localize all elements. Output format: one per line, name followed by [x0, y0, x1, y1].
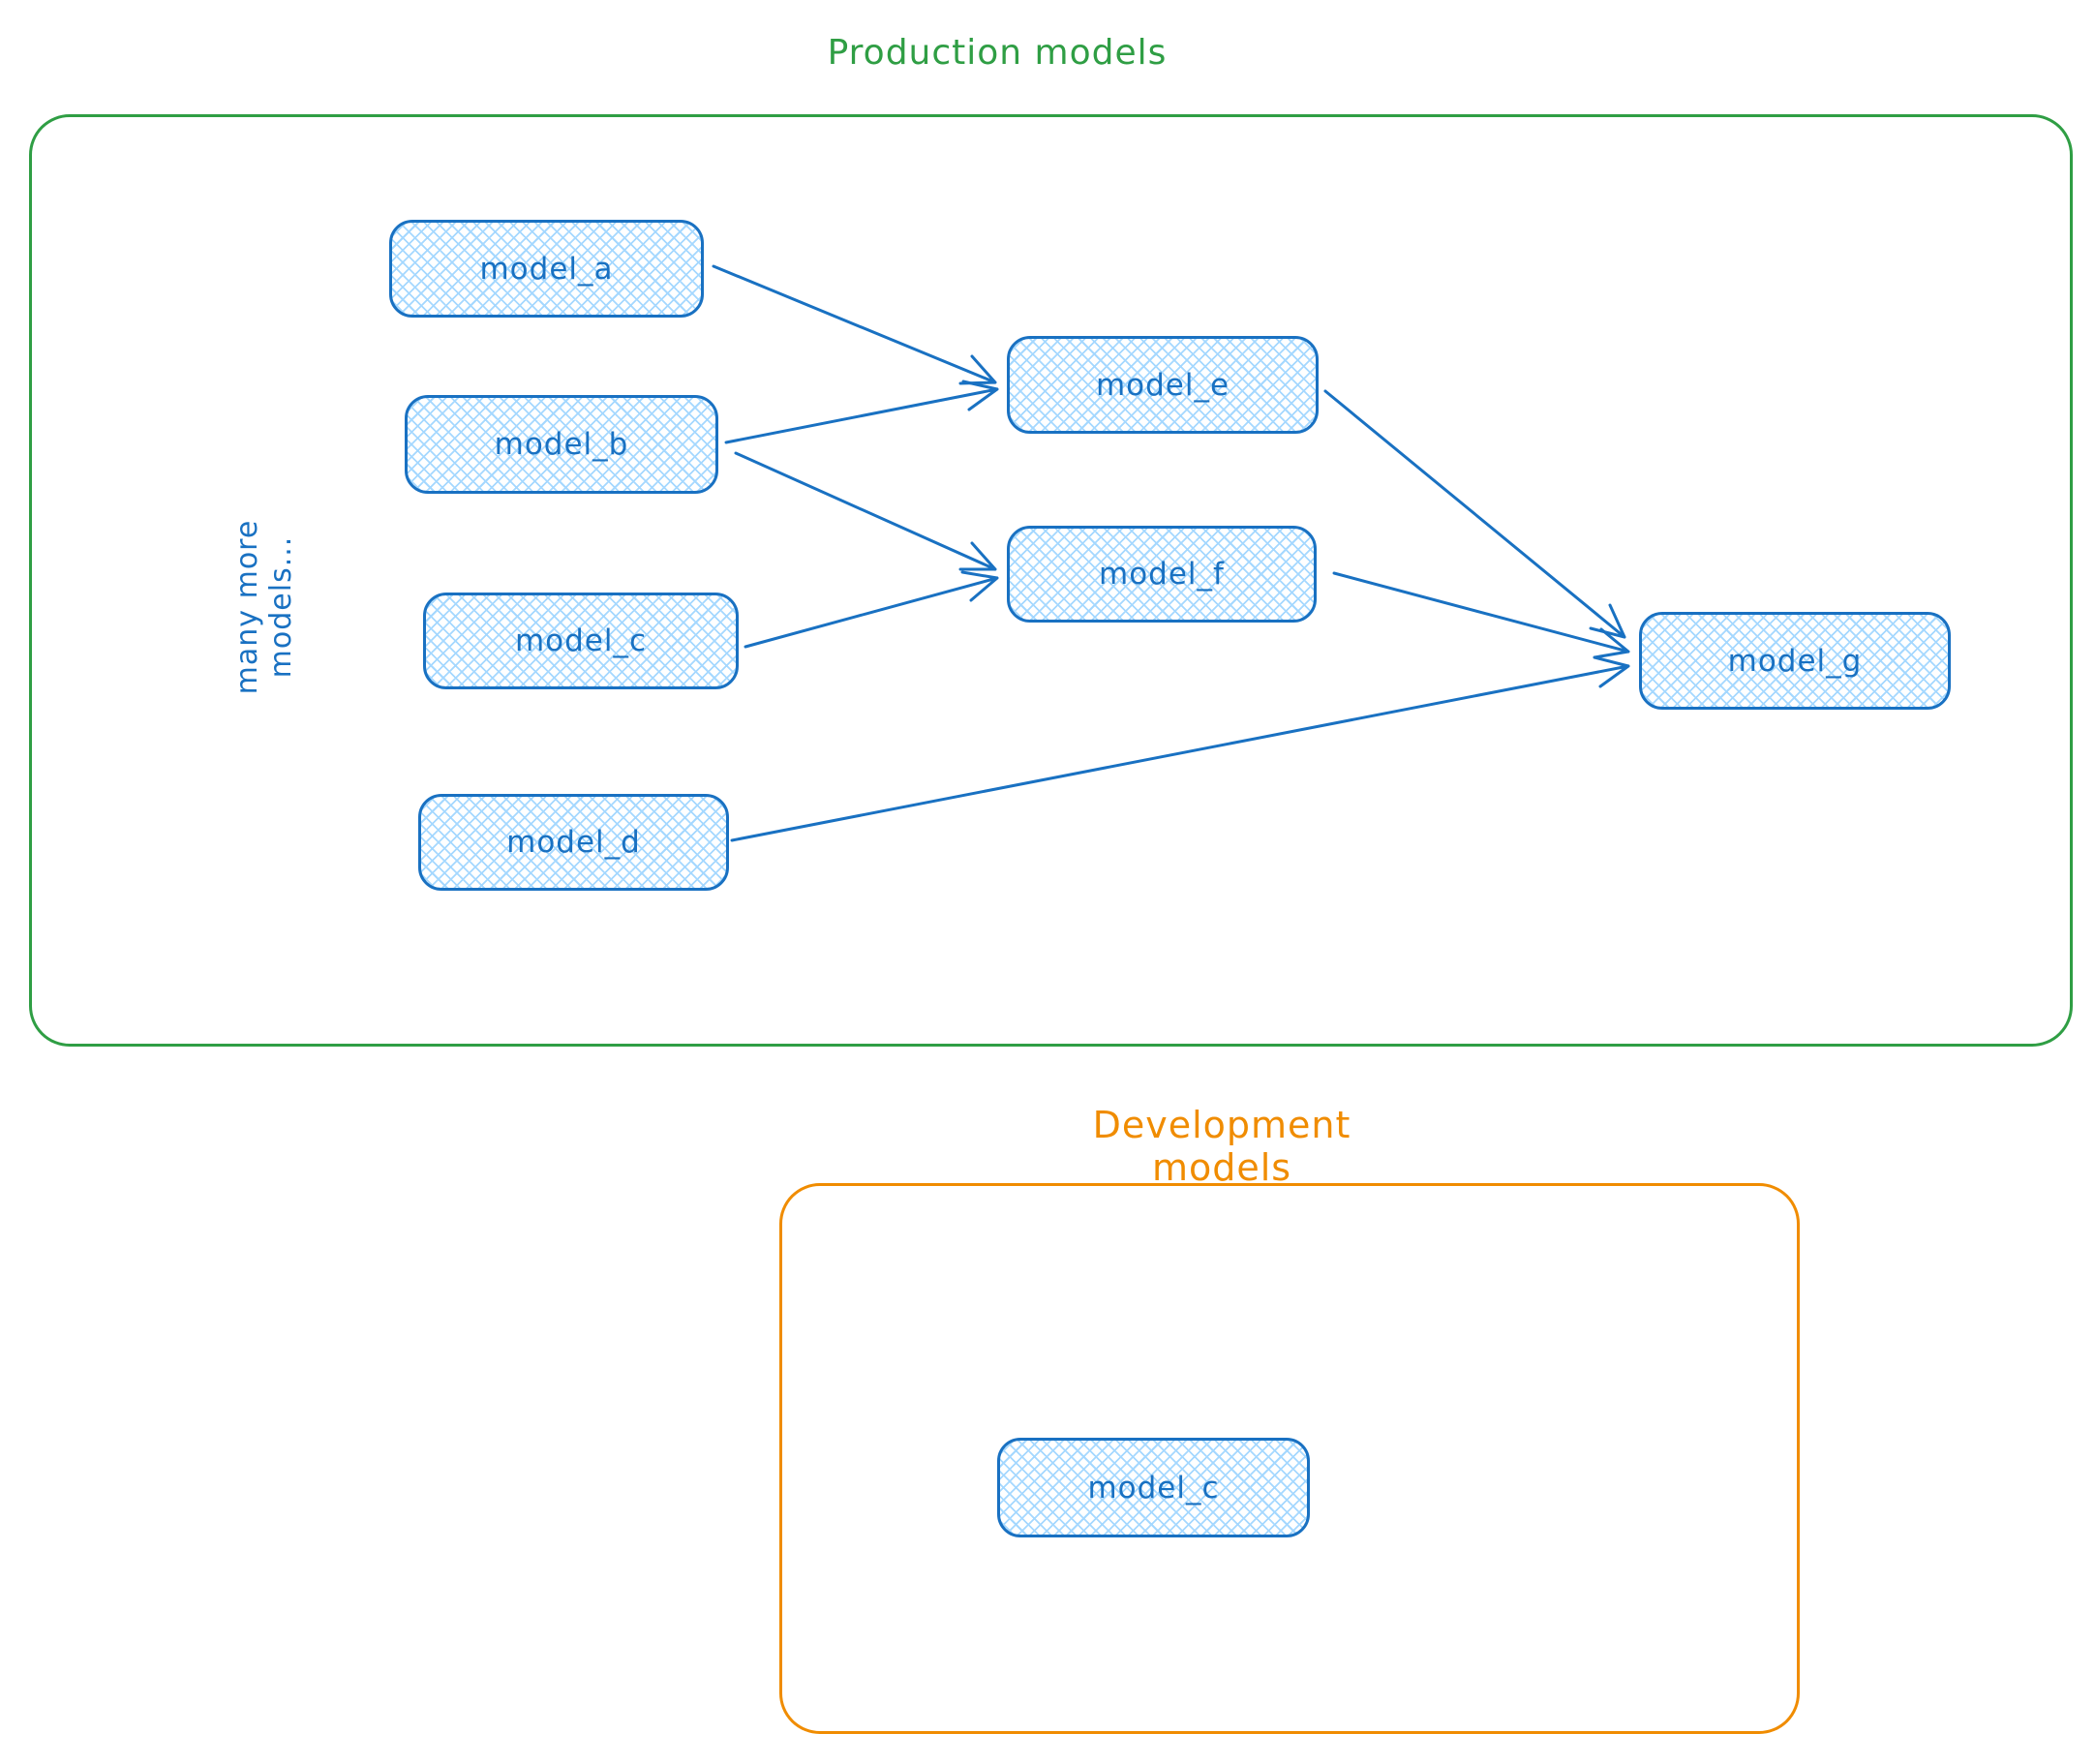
many-more-models-note: many more models...: [230, 519, 298, 695]
development-section-title: Development models: [1092, 1104, 1351, 1189]
node-model-c-dev-label: model_c: [1087, 1470, 1220, 1505]
node-model-g: model_g: [1639, 612, 1951, 710]
node-model-e-label: model_e: [1095, 367, 1230, 403]
node-model-c-dev: model_c: [997, 1438, 1310, 1537]
node-model-a-label: model_a: [479, 251, 614, 287]
development-section-container: [779, 1183, 1800, 1734]
node-model-f: model_f: [1007, 526, 1317, 623]
production-section-title: Production models: [827, 33, 1168, 73]
node-model-f-label: model_f: [1099, 557, 1225, 592]
node-model-d: model_d: [418, 794, 729, 891]
node-model-a: model_a: [389, 220, 704, 318]
node-model-b: model_b: [405, 395, 718, 494]
node-model-e: model_e: [1007, 336, 1319, 434]
node-model-c-label: model_c: [514, 623, 648, 658]
node-model-b-label: model_b: [494, 427, 629, 462]
node-model-g-label: model_g: [1727, 643, 1863, 679]
production-section-container: [29, 114, 2073, 1047]
node-model-c: model_c: [423, 593, 739, 689]
node-model-d-label: model_d: [506, 825, 641, 860]
